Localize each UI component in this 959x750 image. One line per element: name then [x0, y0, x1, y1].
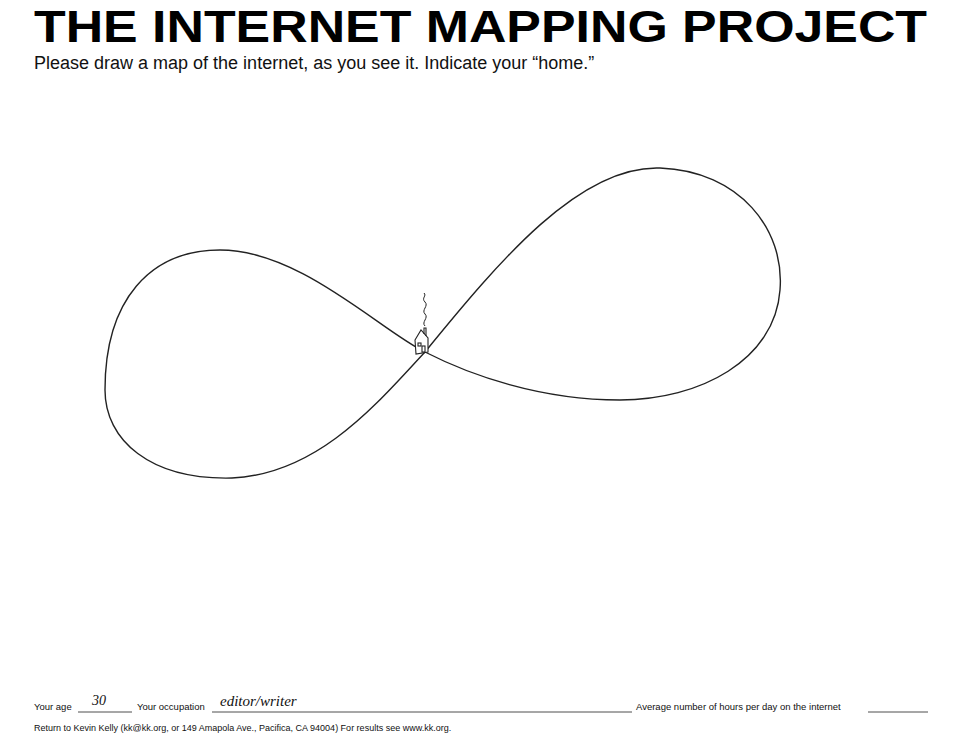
infinity-loop [105, 168, 780, 478]
handwritten-value: 30 [92, 693, 106, 709]
return-address: Return to Kevin Kelly (kk@kk.org, or 149… [34, 723, 451, 733]
field-label: Your age [34, 702, 72, 713]
house-icon [415, 328, 428, 354]
form-title: THE INTERNET MAPPING PROJECT [34, 2, 927, 53]
instructions: Please draw a map of the internet, as yo… [34, 53, 594, 74]
field-label: Your occupation [137, 702, 205, 713]
handwritten-value: editor/writer [220, 693, 297, 710]
field-label: Average number of hours per day on the i… [636, 702, 841, 713]
smoke [424, 293, 427, 326]
